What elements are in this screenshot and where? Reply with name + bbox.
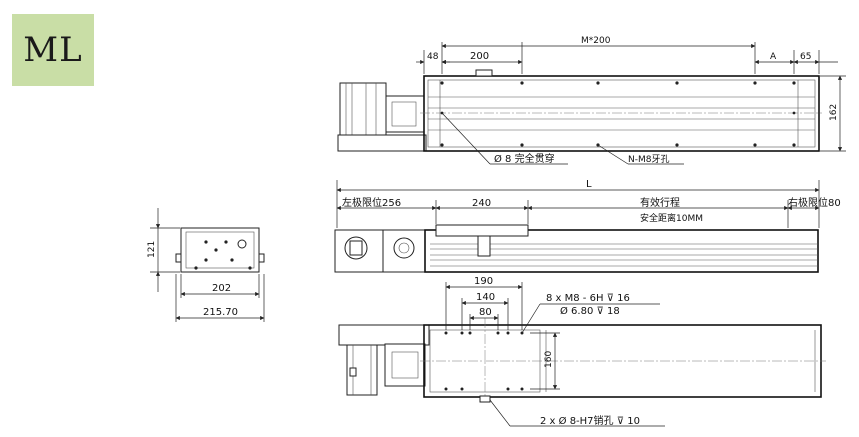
dim-80: 80 bbox=[479, 307, 492, 318]
dim-160: 160 bbox=[544, 351, 554, 368]
dim-215: 215.70 bbox=[203, 307, 238, 318]
callout-tapped-holes: N-M8牙孔 bbox=[628, 154, 669, 165]
bottom-view: 190 140 80 160 8 x M8 - 6H ⊽ 16 Ø 6.80 ⊽… bbox=[338, 276, 826, 427]
top-body bbox=[423, 75, 820, 152]
callout-m8: 8 x M8 - 6H ⊽ 16 bbox=[546, 293, 630, 304]
end-body bbox=[180, 227, 260, 273]
dim-m200: M*200 bbox=[581, 36, 611, 46]
side-view: L 左极限位256 240 有效行程 安全距离10MM 右极限位80 bbox=[334, 179, 841, 273]
side-carriage bbox=[435, 224, 529, 237]
dim-a: A bbox=[770, 52, 777, 62]
side-body bbox=[424, 229, 819, 273]
callout-pin: 2 x Ø 8-H7销孔 ⊽ 10 bbox=[540, 414, 640, 427]
top-view: 48 200 M*200 A 65 162 Ø 8 完全贯穿 N-M8牙孔 bbox=[337, 36, 846, 165]
end-holes bbox=[194, 239, 252, 270]
dim-162: 162 bbox=[829, 104, 839, 121]
bottom-holes bbox=[444, 331, 524, 391]
end-view: 121 202 215.70 bbox=[147, 208, 265, 322]
dim-48: 48 bbox=[427, 52, 439, 62]
dim-stroke: 有效行程 bbox=[640, 196, 680, 209]
model-badge-label: ML bbox=[23, 30, 83, 70]
dim-200: 200 bbox=[470, 51, 489, 62]
dim-121: 121 bbox=[147, 241, 157, 258]
callout-phi: Ø 6.80 ⊽ 18 bbox=[560, 305, 620, 317]
dim-190: 190 bbox=[474, 276, 493, 287]
dim-140: 140 bbox=[476, 292, 495, 303]
callout-through-hole: Ø 8 完全贯穿 bbox=[494, 152, 555, 165]
dim-left-limit: 左极限位256 bbox=[342, 196, 401, 209]
model-badge: ML bbox=[12, 14, 94, 86]
note-safety: 安全距离10MM bbox=[640, 212, 703, 224]
dim-right-limit: 右极限位80 bbox=[788, 196, 841, 209]
dim-l: L bbox=[586, 179, 592, 190]
dim-65: 65 bbox=[800, 52, 811, 62]
top-holes bbox=[440, 81, 796, 147]
dim-202: 202 bbox=[212, 283, 231, 294]
top-motor bbox=[337, 82, 427, 152]
dim-240: 240 bbox=[472, 198, 491, 209]
